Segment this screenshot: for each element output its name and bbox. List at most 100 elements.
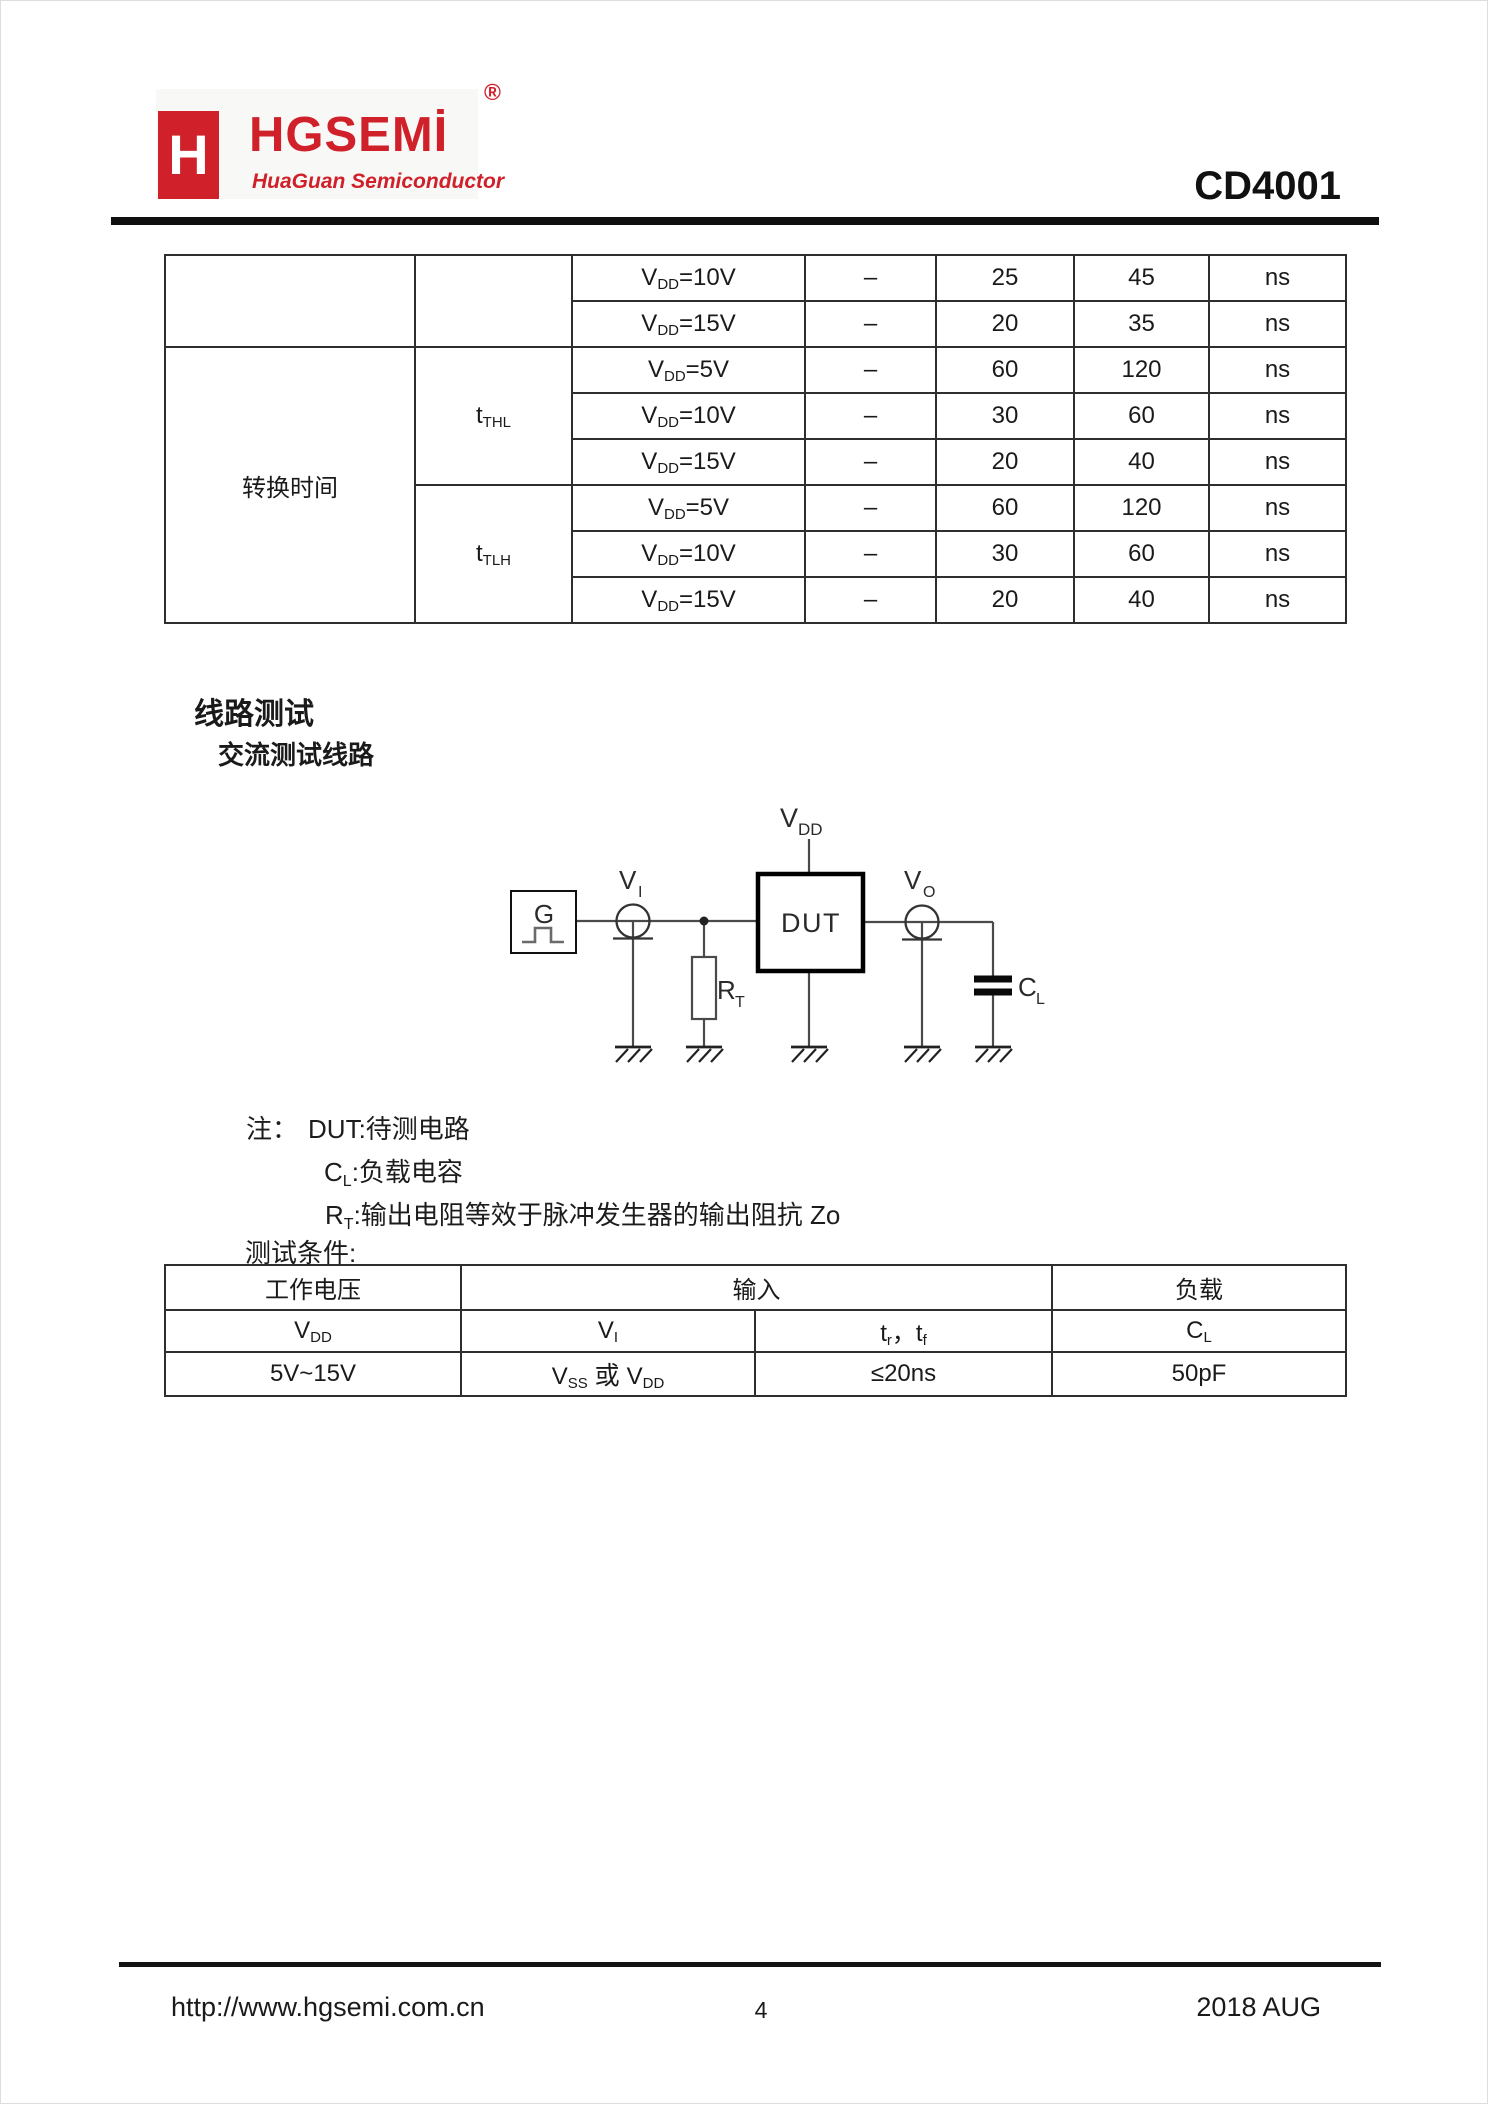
vi-label-sub: I <box>638 884 642 901</box>
vss-subscript: SS <box>567 1375 588 1392</box>
condition-cell: VDD=10V <box>571 530 806 578</box>
trtf-value-cell: ≤20ns <box>754 1351 1053 1397</box>
note-test-conditions: 测试条件: <box>245 1238 357 1268</box>
note-rt: RT:输出电阻等效于脉冲发生器的输出阻抗 Zo <box>325 1195 840 1234</box>
condition-cell: VDD=5V <box>571 346 806 394</box>
vdd-subscript: DD <box>657 597 679 615</box>
vdd-label-sub: DD <box>798 820 823 839</box>
rt-subscript: T <box>343 1216 354 1233</box>
note-rt-text: :输出电阻等效于脉冲发生器的输出阻抗 Zo <box>353 1200 841 1230</box>
vdd-value: =5V <box>685 493 730 521</box>
condition-cell: VDD=10V <box>571 254 806 302</box>
vdd-subscript: DD <box>657 321 679 339</box>
vdd-subscript: DD <box>642 1375 665 1392</box>
cl-cell: CL <box>1051 1309 1347 1353</box>
vdd-symbol: V <box>641 263 658 291</box>
dut-label: DUT <box>781 908 841 938</box>
vdd-value: =15V <box>678 585 736 613</box>
ground-icon <box>684 1045 725 1064</box>
typ-cell: 30 <box>935 530 1075 578</box>
input-value-cell: VSS 或 VDD <box>460 1351 756 1397</box>
condition-cell: VDD=15V <box>571 300 806 348</box>
note-cl-text: :负载电容 <box>351 1157 463 1187</box>
table-row: tTLH VDD=5V – 60 120 ns <box>165 484 1347 624</box>
test-conditions-table: 工作电压 输入 负载 VDD VI tr，tf CL 5V~15V VSS 或 … <box>164 1264 1347 1397</box>
typ-cell: 20 <box>935 300 1075 348</box>
table-row: VDD=10V – 25 45 ns <box>164 254 1347 348</box>
vdd-symbol: V <box>647 493 664 521</box>
rt-label: R <box>717 975 736 1005</box>
header-input: 输入 <box>460 1264 1053 1311</box>
vdd-value: =10V <box>678 539 736 567</box>
vdd-value: =15V <box>678 447 736 475</box>
capacitor-plate-bottom <box>974 988 1012 996</box>
t-symbol: t <box>475 401 483 429</box>
vdd-subscript: DD <box>663 505 686 523</box>
unit-cell: ns <box>1208 484 1347 532</box>
vdd-value: =10V <box>678 401 736 429</box>
vdd-subscript: DD <box>657 413 679 431</box>
vi-cell: VI <box>460 1309 756 1353</box>
min-cell: – <box>804 576 937 624</box>
min-cell: – <box>804 530 937 578</box>
part-number: CD4001 <box>1194 164 1341 208</box>
symbol-cell-tthl: tTHL <box>414 346 573 486</box>
table-header-row: 工作电压 输入 负载 <box>164 1264 1347 1311</box>
voltage-value-cell: 5V~15V <box>164 1351 462 1397</box>
typ-cell: 25 <box>935 254 1075 302</box>
vdd-subscript: DD <box>657 551 679 569</box>
unit-cell: ns <box>1208 392 1347 440</box>
circuit-wires <box>576 839 995 1047</box>
max-cell: 40 <box>1073 576 1210 624</box>
min-cell: – <box>804 300 937 348</box>
symbol-cell-ttlh: tTLH <box>414 484 573 624</box>
vdd-symbol: V <box>641 309 658 337</box>
vdd-label: V <box>780 803 798 833</box>
header-load: 负载 <box>1051 1264 1347 1311</box>
vdd-symbol: V <box>641 539 658 567</box>
separator: ， <box>891 1320 916 1347</box>
max-cell: 120 <box>1073 346 1210 394</box>
cl-subscript: L <box>342 1173 352 1190</box>
typ-cell: 30 <box>935 392 1075 440</box>
footer-date: 2018 AUG <box>1196 1992 1321 2022</box>
typ-cell: 60 <box>935 346 1075 394</box>
junction-dot <box>699 916 709 926</box>
trtf-cell: tr，tf <box>754 1309 1053 1353</box>
t-symbol: t <box>475 539 483 567</box>
thl-subscript: THL <box>482 413 511 431</box>
vdd-symbol: V <box>641 585 658 613</box>
generator-label: G <box>534 899 554 929</box>
vo-label: V <box>904 865 922 895</box>
min-cell: – <box>804 484 937 532</box>
min-cell: – <box>804 392 937 440</box>
page-number: 4 <box>754 1997 768 2023</box>
pulse-generator-box <box>510 890 577 954</box>
vdd-subscript: DD <box>657 459 679 477</box>
rt-symbol: R <box>325 1200 344 1230</box>
vdd-subscript: DD <box>657 275 679 293</box>
min-cell: – <box>804 254 937 302</box>
vi-symbol: V <box>597 1316 614 1344</box>
resistor-rt <box>690 955 718 1021</box>
vdd-symbol: V <box>641 401 658 429</box>
vdd-cell: VDD <box>164 1309 462 1353</box>
brand-tagline: HuaGuan Semiconductor <box>252 170 505 193</box>
unit-cell: ns <box>1208 300 1347 348</box>
vdd-value: =5V <box>685 355 730 383</box>
brand-name: HGSEMİ <box>249 108 449 162</box>
or-text: 或 <box>587 1362 627 1390</box>
cl-symbol: C <box>1186 1316 1204 1344</box>
table-row: VDD=10V – 30 60 ns <box>165 392 1347 440</box>
pulse-waveform-icon <box>522 926 564 944</box>
condition-cell: VDD=15V <box>571 438 806 486</box>
vdd-symbol: V <box>641 447 658 475</box>
rt-label-sub: T <box>735 994 745 1011</box>
footer-url: http://www.hgsemi.com.cn <box>171 1992 485 2022</box>
unit-cell: ns <box>1208 576 1347 624</box>
table-row: VDD=15V – 20 40 ns <box>165 438 1347 486</box>
condition-cell: VDD=15V <box>571 576 806 624</box>
note-dut: 注：DUT:待测电路 <box>246 1109 470 1146</box>
section-subtitle: 交流测试线路 <box>218 740 375 770</box>
typ-cell: 20 <box>935 438 1075 486</box>
